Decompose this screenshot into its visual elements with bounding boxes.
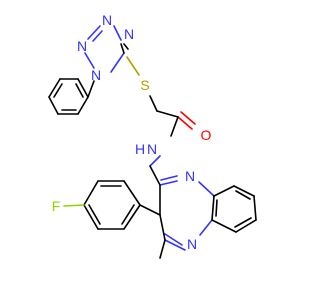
bond: [83, 204, 99, 230]
bond: [139, 204, 161, 216]
bond: [149, 165, 161, 186]
bond: [253, 195, 257, 221]
bond: [77, 78, 89, 98]
bond: [213, 185, 235, 197]
bond: [48, 96, 59, 115]
bond: [120, 43, 125, 54]
bond: [87, 80, 95, 98]
bond: [159, 214, 166, 241]
bond: [159, 239, 166, 259]
bond: [110, 52, 125, 73]
bond: [233, 185, 255, 197]
bond: [77, 96, 89, 115]
sulfur-label: S: [140, 77, 149, 93]
bond: [123, 43, 129, 50]
bond: [92, 30, 103, 42]
tetrazole-ring: [84, 25, 129, 98]
bond: [234, 217, 252, 228]
bond: [180, 111, 196, 125]
tetrazole-n1-label: N: [91, 67, 101, 83]
bond: [84, 52, 95, 69]
bond: [63, 204, 85, 207]
ring-nitrogen-lower-label: N: [187, 236, 197, 252]
bond: [164, 233, 183, 246]
atom-labels: N N N N S O N H N N F: [52, 12, 212, 252]
bond: [126, 56, 140, 76]
fluorophenyl-ring: [63, 180, 161, 230]
bond: [53, 83, 63, 98]
tetrazole-n3-label: N: [102, 12, 112, 28]
bond: [160, 175, 178, 181]
bond: [211, 219, 237, 233]
bond: [159, 180, 178, 186]
bond: [170, 116, 179, 137]
bond: [177, 116, 193, 130]
amide-h-label: H: [135, 141, 145, 157]
bond: [123, 180, 141, 206]
tetrazole-n2-label: N: [77, 38, 87, 54]
bond: [87, 25, 101, 40]
bond: [75, 83, 84, 98]
fluorine-label: F: [52, 198, 61, 214]
bond: [123, 204, 141, 230]
bond: [83, 180, 99, 206]
thioacetamide-linker: [126, 56, 196, 167]
bond: [149, 95, 158, 112]
bond: [235, 190, 251, 200]
bond: [199, 219, 213, 236]
amide-nh-label: N: [147, 141, 157, 157]
molecule-structure: N N N N S O N H N N F: [48, 12, 257, 259]
bond: [211, 195, 215, 221]
phenyl-ring: [48, 78, 89, 115]
tetrazole-n4-label: N: [124, 26, 134, 42]
diazepine-ring: [149, 165, 215, 259]
bond: [164, 239, 186, 251]
bond: [149, 155, 161, 167]
bond: [48, 78, 61, 98]
bond: [215, 199, 218, 217]
molecule-canvas: N N N N S O N H N N F: [48, 12, 257, 259]
benzo-ring: [211, 185, 257, 233]
bond: [156, 110, 179, 118]
bond: [235, 219, 257, 233]
carbonyl-oxygen-label: O: [201, 127, 212, 143]
ring-nitrogen-upper-label: N: [185, 168, 195, 184]
bond: [121, 204, 135, 225]
bond: [198, 181, 215, 197]
bond: [113, 25, 122, 41]
bond: [88, 204, 101, 225]
